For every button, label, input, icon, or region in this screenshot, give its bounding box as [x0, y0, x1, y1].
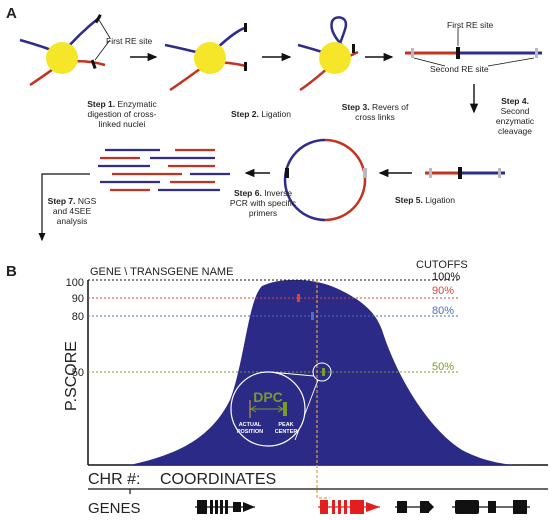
svg-text:Second: Second	[501, 106, 530, 116]
panel-a-label: A	[6, 5, 17, 22]
actual-label-2: POSITION	[237, 429, 263, 435]
svg-text:cross links: cross links	[355, 112, 395, 122]
stage3-nucleus	[297, 16, 359, 92]
cutoff-80-label: 80%	[432, 305, 454, 317]
first-re-site-label-2: First RE site	[447, 20, 494, 30]
coordinates-label: COORDINATES	[160, 471, 276, 488]
peak-center-90	[297, 294, 300, 302]
cutoff-90-label: 90%	[432, 285, 454, 297]
stage1-nucleus	[19, 14, 111, 87]
circular-fragment	[283, 138, 367, 222]
peak-area	[130, 279, 528, 466]
tick-80: 80	[72, 311, 84, 323]
step4-caption: Step 4. Second enzymatic cleavage	[496, 96, 535, 136]
step3-caption: Step 3. Revers of cross links	[342, 102, 409, 122]
cutoffs-title: CUTOFFS	[416, 259, 468, 271]
y-ticks: 100 90 80 50	[66, 277, 84, 379]
svg-text:Step 4.: Step 4.	[501, 96, 529, 106]
svg-text:Step 2. Ligation: Step 2. Ligation	[231, 109, 291, 119]
cutoff-100-label: 100%	[432, 271, 460, 283]
svg-text:Step 7. NGS: Step 7. NGS	[48, 196, 97, 206]
transgene	[318, 500, 380, 514]
peak-center-50	[322, 368, 325, 376]
svg-text:analysis: analysis	[57, 216, 88, 226]
pcr-products	[98, 148, 230, 192]
cutoff-labels: 100% 90% 80% 50%	[432, 271, 460, 373]
peak-label-2: CENTER	[275, 429, 298, 435]
second-re-site-label: Second RE site	[430, 64, 489, 74]
step5-caption: Step 5. Ligation	[395, 195, 455, 205]
svg-text:Step 6. Inverse: Step 6. Inverse	[234, 188, 292, 198]
dpc-arrow-left	[250, 405, 257, 413]
svg-text:Step 5. Ligation: Step 5. Ligation	[395, 195, 455, 205]
dpc-label: DPC	[253, 389, 283, 405]
tick-50: 50	[72, 367, 84, 379]
linear-fragment	[405, 28, 542, 67]
svg-text:cleavage: cleavage	[498, 126, 532, 136]
svg-text:primers: primers	[249, 208, 277, 218]
inset-labels: ACTUAL POSITION PEAK CENTER	[237, 422, 297, 435]
genes-label: GENES	[88, 500, 141, 517]
tick-90: 90	[72, 293, 84, 305]
cutoff-50-label: 50%	[432, 361, 454, 373]
arrow-6-7	[38, 173, 90, 242]
zoom-small-circle	[312, 362, 332, 382]
actual-label-1: ACTUAL	[239, 422, 262, 428]
actual-position-line	[316, 280, 330, 499]
step6-caption: Step 6. Inverse PCR with specific primer…	[230, 188, 297, 218]
short-fragment	[425, 167, 505, 179]
panel-b-label: B	[6, 263, 17, 280]
chr-label: CHR #:	[88, 471, 140, 488]
gene-name-label: GENE \ TRANSGENE NAME	[90, 266, 233, 278]
gene-track	[195, 500, 530, 514]
peak-label-1: PEAK	[278, 422, 293, 428]
first-re-site-label: First RE site	[106, 36, 153, 46]
step1-caption: Step 1. Enzymatic digestion of cross- li…	[87, 99, 157, 129]
step2-caption: Step 2. Ligation	[231, 109, 291, 119]
svg-text:linked nuclei: linked nuclei	[99, 119, 146, 129]
y-axis-label: P.SCORE	[63, 341, 80, 411]
svg-text:and 4SEE: and 4SEE	[53, 206, 92, 216]
peak-center-marker	[283, 402, 287, 416]
svg-text:Step 1. Enzymatic: Step 1. Enzymatic	[87, 99, 157, 109]
peak-center-80	[311, 312, 314, 320]
svg-text:enzymatic: enzymatic	[496, 116, 535, 126]
svg-text:Step 3. Revers of: Step 3. Revers of	[342, 102, 409, 112]
stage2-nucleus	[164, 23, 247, 92]
svg-text:PCR with specific: PCR with specific	[230, 198, 297, 208]
step7-caption: Step 7. NGS and 4SEE analysis	[48, 196, 97, 226]
tick-100: 100	[66, 277, 84, 289]
svg-text:digestion of cross-: digestion of cross-	[88, 109, 157, 119]
